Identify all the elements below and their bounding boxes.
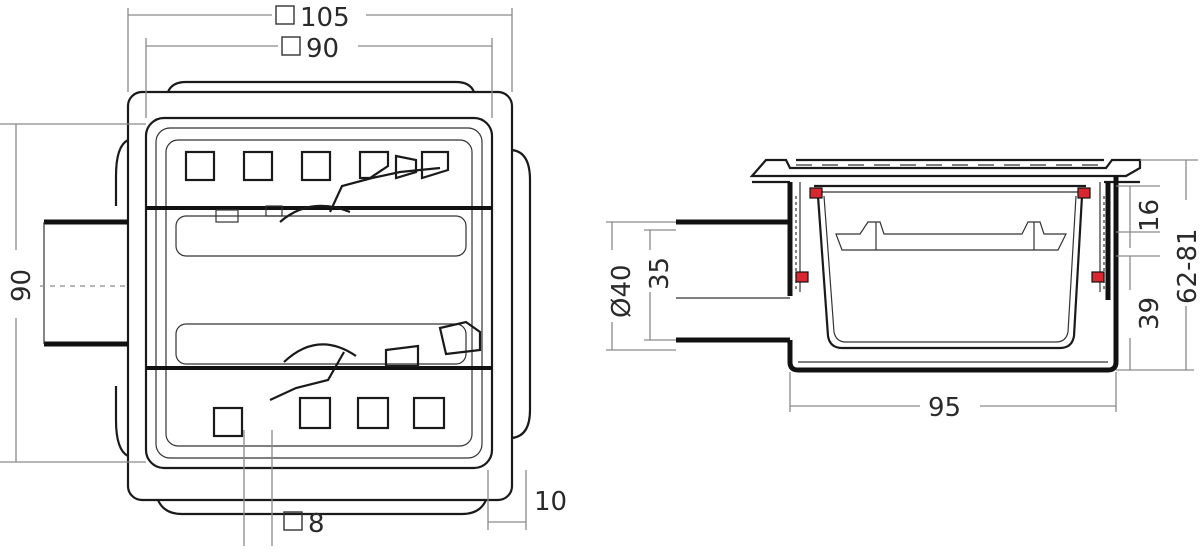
left-flange-top (114, 139, 129, 206)
seal-bottom-left (795, 271, 809, 283)
dim-90-top-label: 90 (306, 34, 339, 64)
grate-frame-core (165, 139, 473, 447)
slot-cut (420, 150, 450, 180)
cutaway-line-upper (329, 166, 441, 213)
slot (298, 396, 332, 430)
dim-62-81-label: 62-81 (1173, 228, 1200, 304)
dim-90-left-label: 90 (7, 269, 37, 302)
outer-housing (126, 90, 514, 502)
seal-top-right (1077, 187, 1091, 199)
slot (356, 396, 390, 430)
dim-39-label: 39 (1135, 297, 1165, 330)
drain-arc-upper (279, 204, 351, 223)
section-view (676, 158, 1142, 373)
slot (242, 150, 274, 182)
slot-cut (358, 150, 390, 180)
right-flange (511, 148, 532, 440)
slot (212, 406, 244, 438)
slot (300, 150, 332, 182)
bucket-inner (823, 195, 1077, 343)
left-flange-bottom (114, 386, 129, 457)
section-view-dimensions: Ø40 35 95 16 39 62-81 (606, 159, 1200, 423)
square-symbol (281, 36, 301, 56)
dim-35-label: 35 (645, 257, 675, 290)
top-view-dimensions: 105 90 90 8 10 (0, 3, 567, 546)
square-symbol (283, 511, 303, 531)
flange-top (749, 158, 1142, 178)
slot-cut (438, 320, 482, 356)
seal-top-left (809, 187, 823, 199)
drain-arc-lower (283, 343, 357, 363)
slot (412, 396, 446, 430)
slot-cut (394, 154, 418, 180)
dim-16-label: 16 (1135, 199, 1165, 232)
dim-10-label: 10 (534, 487, 567, 517)
bucket-outer (816, 195, 1084, 350)
seal-bottom-right (1091, 271, 1105, 283)
slot-cut (384, 344, 420, 368)
dim-40-label: Ø40 (607, 264, 637, 318)
bottom-flange (156, 499, 488, 516)
cutaway-line-lower (269, 351, 345, 401)
dim-105-label: 105 (300, 3, 350, 33)
dim-95-label: 95 (928, 393, 961, 423)
lower-channel (175, 323, 467, 365)
top-view (40, 80, 532, 516)
dim-8-label: 8 (308, 509, 325, 539)
top-flange (166, 80, 476, 93)
upper-channel (175, 215, 467, 257)
grate-frame-inner (155, 127, 483, 459)
housing-bottom (787, 176, 1119, 373)
slot (184, 150, 216, 182)
square-symbol (275, 5, 295, 25)
tab (215, 209, 239, 223)
grate-frame-outer (144, 116, 494, 470)
strainer-basket (835, 221, 1067, 251)
tab (265, 205, 283, 217)
